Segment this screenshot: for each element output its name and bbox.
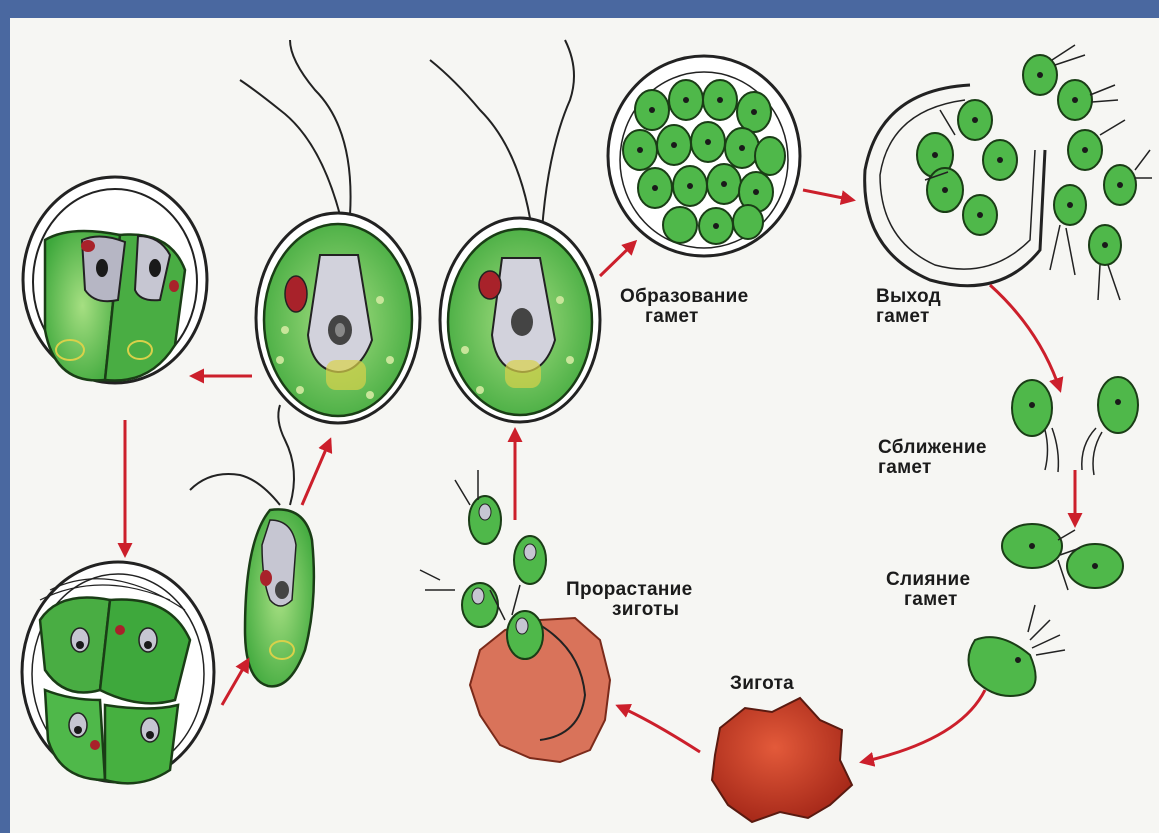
label-gamete-exit: Выход гамет	[876, 287, 941, 327]
label-line: Выход	[876, 287, 941, 307]
label-line: гамет	[876, 307, 941, 327]
pre-gametogenesis-cell	[430, 40, 600, 422]
fusing-gametes	[1002, 524, 1123, 590]
dividing-cell-two	[23, 177, 207, 383]
label-line: Прорастание	[566, 580, 693, 600]
label-line: Слияние	[886, 570, 970, 590]
red-arrow-icon	[990, 285, 1060, 390]
label-zygote-germination: Прорастание зиготы	[566, 580, 693, 620]
red-arrow-icon	[803, 190, 853, 200]
red-arrow-icon	[862, 690, 985, 762]
dividing-cell-four	[22, 562, 214, 783]
gamete-release-cell	[865, 45, 1152, 300]
label-line: Образование	[620, 287, 749, 307]
young-zygote	[969, 605, 1066, 696]
label-line: Сближение	[878, 438, 987, 458]
label-gamete-formation: Образование гамет	[620, 287, 749, 327]
gamete-formation-cell	[608, 56, 800, 256]
red-arrow-icon	[302, 440, 330, 505]
red-arrow-icon	[222, 660, 248, 705]
red-arrow-icon	[618, 706, 700, 752]
label-line: гамет	[620, 307, 749, 327]
label-line: гамет	[886, 590, 970, 610]
label-line: зиготы	[566, 600, 693, 620]
zygote	[712, 698, 852, 822]
label-line: гамет	[878, 458, 987, 478]
label-gamete-approach: Сближение гамет	[878, 438, 987, 478]
label-gamete-fusion: Слияние гамет	[886, 570, 970, 610]
vegetative-cell	[240, 40, 420, 423]
red-arrow-icon	[600, 242, 635, 276]
approaching-gametes	[1012, 377, 1138, 475]
label-zygote: Зигота	[730, 674, 794, 694]
label-line: Зигота	[730, 674, 794, 694]
